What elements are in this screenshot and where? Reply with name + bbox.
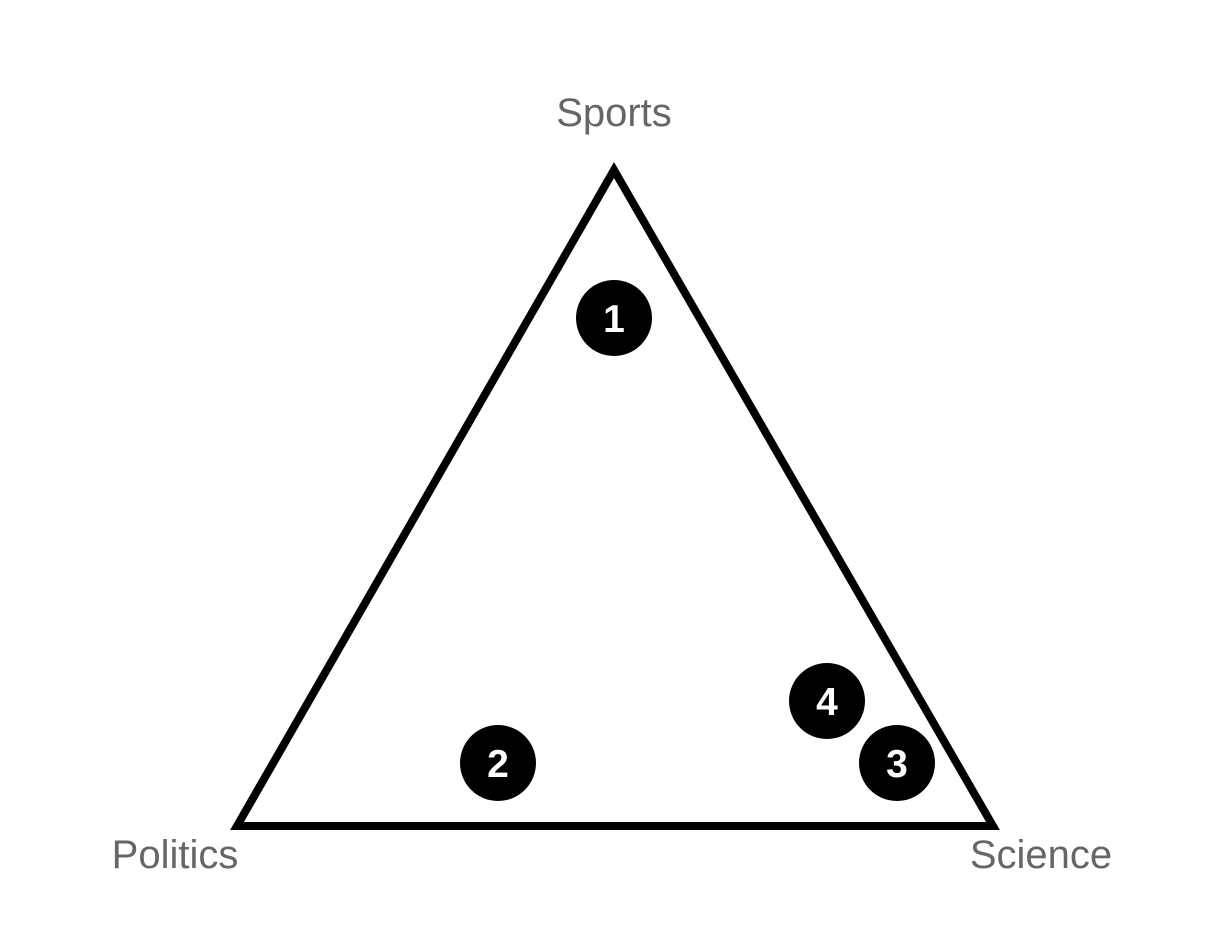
vertex-label-politics: Politics — [112, 833, 239, 877]
marker-number: 2 — [487, 743, 509, 786]
vertex-label-science: Science — [970, 833, 1112, 877]
marker-number: 4 — [816, 681, 838, 724]
marker-circle — [576, 280, 652, 356]
triangle-outline — [230, 161, 1000, 830]
marker-number: 1 — [603, 298, 625, 341]
marker-1: 1 — [576, 280, 652, 356]
marker-3: 3 — [859, 725, 935, 801]
vertex-label-sports: Sports — [556, 91, 672, 135]
marker-circle — [789, 663, 865, 739]
marker-4: 4 — [789, 663, 865, 739]
marker-2: 2 — [460, 725, 536, 801]
marker-number: 3 — [886, 743, 908, 786]
marker-circle — [460, 725, 536, 801]
marker-circle — [859, 725, 935, 801]
